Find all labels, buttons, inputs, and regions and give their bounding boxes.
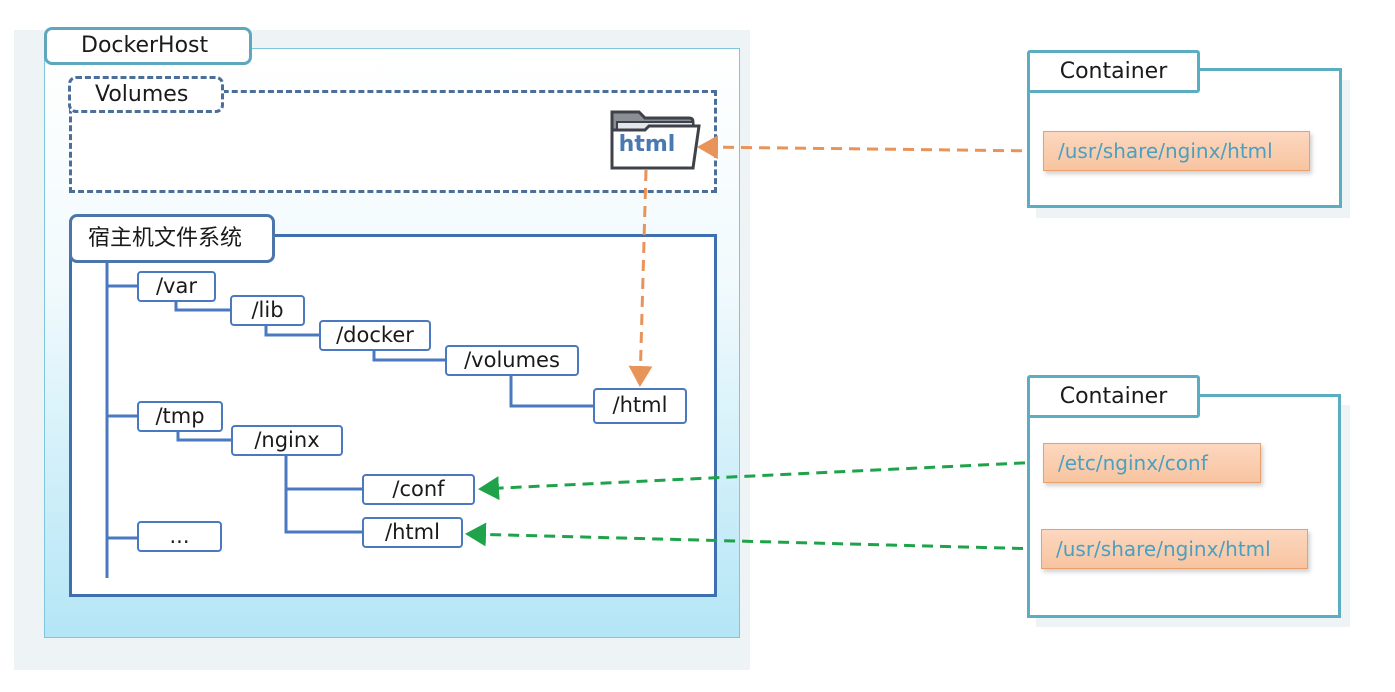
node-tmp-html: /html [362,517,463,548]
node-conf: /conf [362,474,475,505]
volume-folder-label: html [618,132,676,157]
host-filesystem-title: 宿主机文件系统 [69,214,275,263]
node-more: ... [137,521,222,552]
container-2-title: Container [1027,375,1200,418]
node-tmp: /tmp [137,401,223,432]
node-lib: /lib [230,295,305,326]
node-volumes: /volumes [445,345,579,376]
volumes-panel [69,90,717,193]
node-nginx: /nginx [231,425,343,456]
node-var: /var [137,271,216,302]
container-2-panel [1027,394,1341,618]
container-1-title: Container [1027,50,1200,93]
folder-icon [610,110,701,170]
volumes-title: Volumes [68,76,224,113]
container-2-html-path: /usr/share/nginx/html [1041,529,1308,569]
container-1-html-path: /usr/share/nginx/html [1043,131,1310,171]
container-2-conf-path: /etc/nginx/conf [1043,443,1261,483]
docker-host-title: DockerHost [44,27,252,65]
node-volume-html: /html [593,388,687,424]
node-docker: /docker [319,320,431,351]
